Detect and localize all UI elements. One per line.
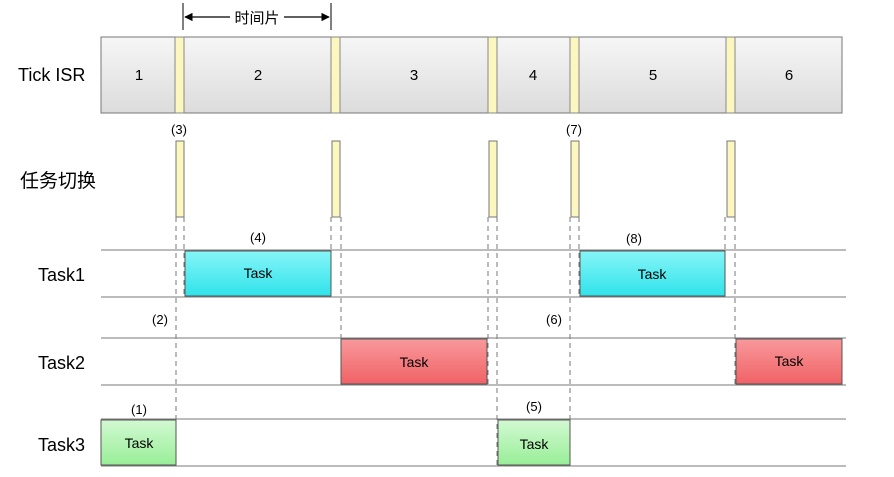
switch-marker-1 <box>175 140 185 218</box>
annotation-1: (1) <box>131 402 147 417</box>
row-label-tick-isr: Tick ISR <box>18 65 85 85</box>
switch-marker-3 <box>488 140 498 218</box>
task2-block-1 <box>340 338 488 385</box>
tick-marker-2 <box>330 36 341 114</box>
task1-block-1-label: Task <box>244 265 274 281</box>
tick-marker-1 <box>174 36 185 114</box>
task1-blocks: Task Task <box>184 250 726 297</box>
tick-segment-3: 3 <box>410 67 418 84</box>
task2-block-1-label: Task <box>400 354 430 370</box>
task1-block-1 <box>184 250 332 297</box>
task-switch-markers <box>175 140 736 218</box>
annotation-6: (6) <box>546 312 562 327</box>
step-annotations: (1) (2) (3) (4) (5) (6) (7) (8) <box>131 122 642 417</box>
row-label-task3: Task3 <box>38 435 85 455</box>
task2-blocks: Task Task <box>340 338 843 385</box>
tick-isr-bar: 1 2 3 4 5 6 <box>100 36 843 114</box>
switch-marker-2 <box>331 140 341 218</box>
annotation-7: (7) <box>566 122 582 137</box>
annotation-5: (5) <box>526 399 542 414</box>
task3-block-1 <box>100 419 177 466</box>
task3-blocks: Task Task <box>100 419 571 466</box>
task2-block-2-label: Task <box>775 353 805 369</box>
task2-block-2 <box>735 338 843 385</box>
switch-marker-4 <box>570 140 580 218</box>
task3-block-2 <box>497 419 571 466</box>
row-label-task2: Task2 <box>38 353 85 373</box>
tick-marker-5 <box>725 36 736 114</box>
switch-marker-5 <box>726 140 736 218</box>
tick-segment-4: 4 <box>529 67 537 84</box>
tick-isr-track <box>100 36 843 114</box>
time-slice-label: 时间片 <box>234 9 279 27</box>
annotation-8: (8) <box>626 231 642 246</box>
annotation-2: (2) <box>152 312 168 327</box>
annotation-3: (3) <box>171 122 187 137</box>
tick-segment-6: 6 <box>785 67 793 84</box>
tick-marker-3 <box>487 36 498 114</box>
task1-block-2-label: Task <box>638 266 668 282</box>
annotation-4: (4) <box>250 230 266 245</box>
tick-segment-1: 1 <box>135 67 143 84</box>
tick-segment-5: 5 <box>649 67 657 84</box>
row-label-task-switch: 任务切换 <box>20 170 96 192</box>
tick-segment-2: 2 <box>254 67 262 84</box>
tick-marker-4 <box>569 36 580 114</box>
row-label-task1: Task1 <box>38 265 85 285</box>
task-row-lines <box>101 249 846 467</box>
task1-block-2 <box>579 250 726 297</box>
time-slice-dimension: 时间片 <box>182 3 332 30</box>
task3-block-2-label: Task <box>520 436 550 452</box>
task3-block-1-label: Task <box>125 435 155 451</box>
